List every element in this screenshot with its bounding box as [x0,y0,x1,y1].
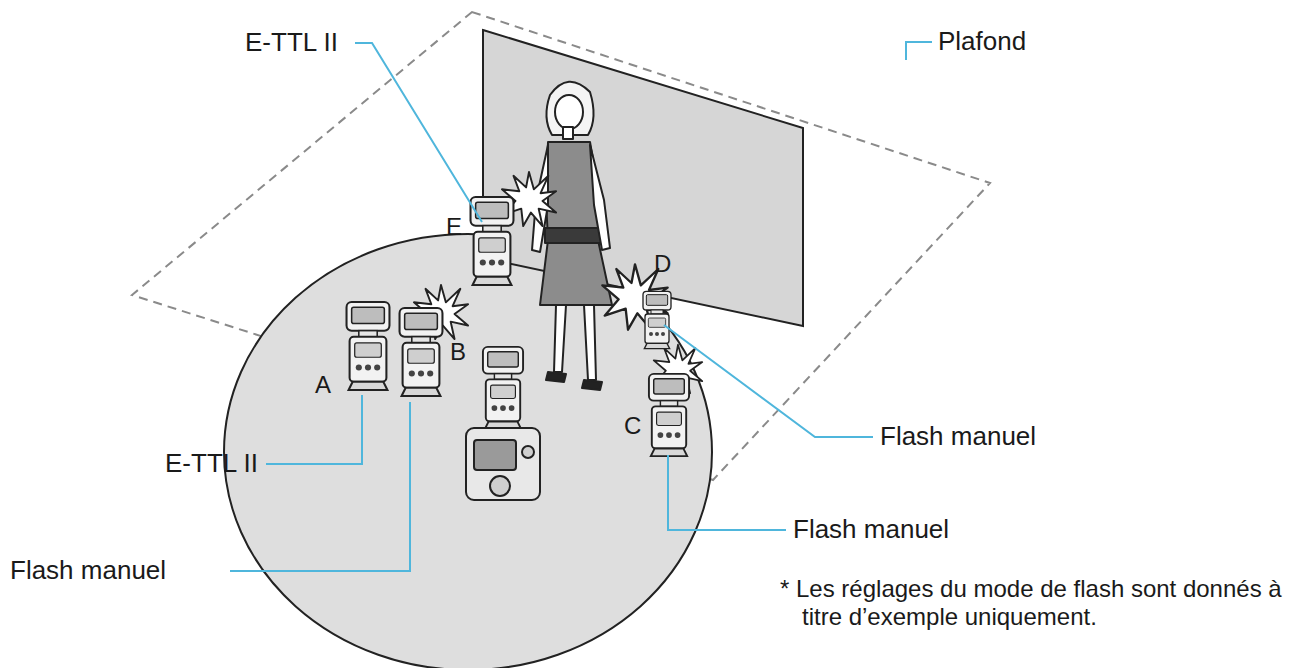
mode-label: Flash manuel [10,556,166,586]
mode-label: Flash manuel [880,422,1036,452]
flash-letter: B [450,338,466,366]
flash-letter: C [624,412,641,440]
mode-label: Flash manuel [793,515,949,545]
flash-letter: D [654,250,671,278]
mode-label: E-TTL II [165,449,258,479]
ceiling-label: Plafond [938,27,1026,57]
mode-label: E-TTL II [245,28,338,58]
footnote: * Les réglages du mode de flash sont don… [780,575,1292,630]
flash-letter: E [446,213,462,241]
flash-letter: A [315,371,331,399]
